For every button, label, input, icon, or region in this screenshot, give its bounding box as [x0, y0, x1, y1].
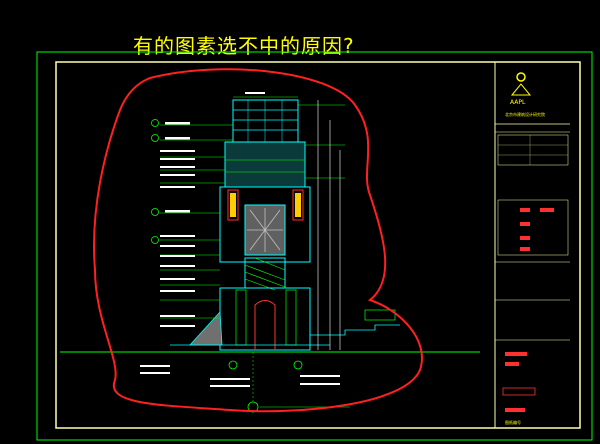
company-name: 北京市建筑设计研究院 [505, 111, 545, 117]
sheet-inner-frame [55, 61, 581, 429]
annotation-circle [93, 68, 423, 413]
facade-elevation[interactable] [60, 92, 480, 413]
footer-text: 图纸编号 [505, 419, 521, 425]
logo-text: AAPL [510, 99, 526, 106]
aapl-logo-icon [510, 72, 532, 96]
sheet-outer-border [36, 51, 593, 441]
question-title: 有的图素选不中的原因? [133, 34, 355, 58]
title-block: AAPL 北京市建筑设计研究院 图纸编号 [494, 62, 570, 428]
